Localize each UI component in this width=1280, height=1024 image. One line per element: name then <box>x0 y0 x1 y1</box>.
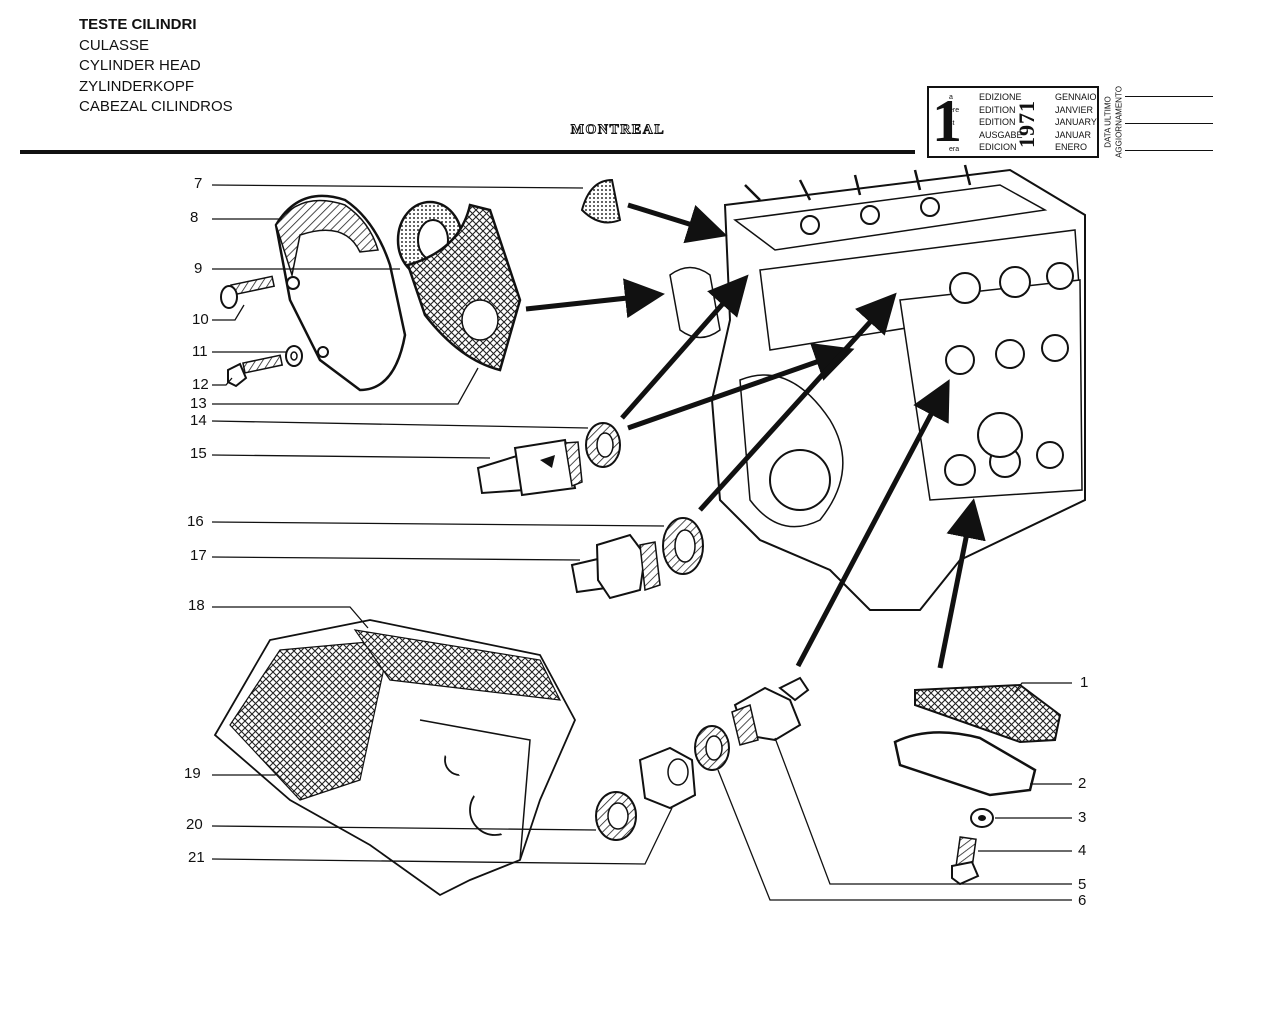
part-15-union-fitting <box>476 438 583 497</box>
edition-month: JANUAR <box>1055 129 1092 140</box>
edition-month: GENNAIO <box>1055 92 1097 102</box>
callout-8: 8 <box>190 209 199 226</box>
edition-month: JANUARY <box>1055 117 1097 127</box>
assembly-arrow <box>620 274 749 420</box>
callout-9: 9 <box>194 260 203 277</box>
part-12-bolt <box>227 354 284 388</box>
assembly-arrow <box>627 343 855 431</box>
header-rule <box>20 150 915 154</box>
callout-3: 3 <box>1078 809 1087 826</box>
assembly-arrow <box>795 379 950 668</box>
title-french: CULASSE <box>79 36 150 54</box>
assembly-arrow <box>937 498 986 669</box>
leader-line-12 <box>212 377 233 386</box>
part-16-washer <box>662 517 704 575</box>
part-3-washer <box>970 808 994 828</box>
leader-line-18 <box>212 606 369 629</box>
edition-months: GENNAIO JANVIER JANUARY JANUAR ENERO <box>1055 91 1097 154</box>
callout-21: 21 <box>188 849 205 866</box>
part-20-washer <box>595 791 637 841</box>
update-date-line <box>1125 96 1213 97</box>
callout-19: 19 <box>184 765 201 782</box>
title-english: CYLINDER HEAD <box>79 57 201 74</box>
title-italian: TESTE CILINDRI <box>79 16 197 33</box>
callout-10: 10 <box>192 311 209 328</box>
edition-label: EDIZIONE <box>979 92 1022 102</box>
part-10-screw <box>220 275 276 309</box>
callout-18: 18 <box>188 597 205 614</box>
callout-5: 5 <box>1078 876 1087 893</box>
update-date-line <box>1125 150 1213 151</box>
engine-block-main <box>669 164 1086 611</box>
callout-17: 17 <box>190 547 207 564</box>
edition-label: EDITION <box>979 117 1016 127</box>
assembly-arrow <box>627 202 728 244</box>
engine-block-overview <box>213 619 577 897</box>
assembly-arrow <box>525 278 665 319</box>
edition-label: AUSGABE <box>979 129 1023 140</box>
edition-month: ENERO <box>1055 142 1088 152</box>
part-13-gasket <box>406 203 522 372</box>
leader-line-14 <box>211 420 589 429</box>
assembly-arrow <box>698 292 897 512</box>
part-21-adapter <box>638 746 697 810</box>
edition-number: 1 <box>932 88 962 154</box>
model-logo: MONTREAL <box>570 122 665 137</box>
callout-11: 11 <box>192 343 208 360</box>
leader-line-21 <box>211 807 673 865</box>
part-4-bolt <box>951 836 980 886</box>
edition-month: JANVIER <box>1055 104 1094 115</box>
callout-6: 6 <box>1078 892 1087 909</box>
leader-line-16 <box>211 521 665 527</box>
leader-line-1 <box>1014 682 1072 693</box>
edition-ordinal: a <box>949 94 953 101</box>
callout-2: 2 <box>1078 775 1087 792</box>
edition-label: EDICION <box>979 142 1017 152</box>
callout-1: 1 <box>1080 674 1089 691</box>
title-block: TESTE CILINDRI CULASSE CYLINDER HEAD ZYL… <box>79 15 233 118</box>
edition-ordinal: era <box>949 146 960 153</box>
update-date-line <box>1125 123 1213 124</box>
callout-14: 14 <box>190 412 207 429</box>
edition-labels: EDIZIONE EDITION EDITION AUSGABE EDICION <box>979 91 1023 154</box>
edition-ordinal: st <box>949 120 955 127</box>
part-2-cover <box>893 731 1037 797</box>
callout-7: 7 <box>194 175 203 192</box>
model-logo-text: MONTREAL <box>571 123 665 137</box>
leader-line-6 <box>717 769 1072 901</box>
leader-line-15 <box>211 454 491 459</box>
callout-4: 4 <box>1078 842 1087 859</box>
part-7-plug <box>580 178 622 224</box>
callout-16: 16 <box>187 513 204 530</box>
leader-line-19 <box>212 769 281 776</box>
callout-20: 20 <box>186 816 203 833</box>
leader-line-7 <box>211 184 584 189</box>
edition-label: EDITION <box>979 104 1016 115</box>
leader-line-5 <box>774 737 1072 885</box>
edition-box: 1 a ere st era EDIZIONE EDITION EDITION … <box>927 86 1099 158</box>
leader-line-17 <box>211 556 581 561</box>
callout-13: 13 <box>190 395 207 412</box>
edition-ordinal: ere <box>949 107 960 114</box>
title-spanish: CABEZAL CILINDROS <box>79 98 233 115</box>
callout-12: 12 <box>192 376 209 393</box>
part-5-sensor <box>731 676 810 746</box>
title-german: ZYLINDERKOPF <box>79 77 195 95</box>
part-14-washer <box>585 422 621 468</box>
callout-15: 15 <box>190 445 207 462</box>
part-11-washer <box>285 345 303 367</box>
leader-line-13 <box>212 367 479 405</box>
part-6-washer <box>694 725 730 771</box>
part-8-timing-cover <box>274 194 407 392</box>
leader-line-10 <box>212 304 245 321</box>
part-17-plug-fitting <box>570 533 661 600</box>
leader-line-20 <box>211 825 597 831</box>
